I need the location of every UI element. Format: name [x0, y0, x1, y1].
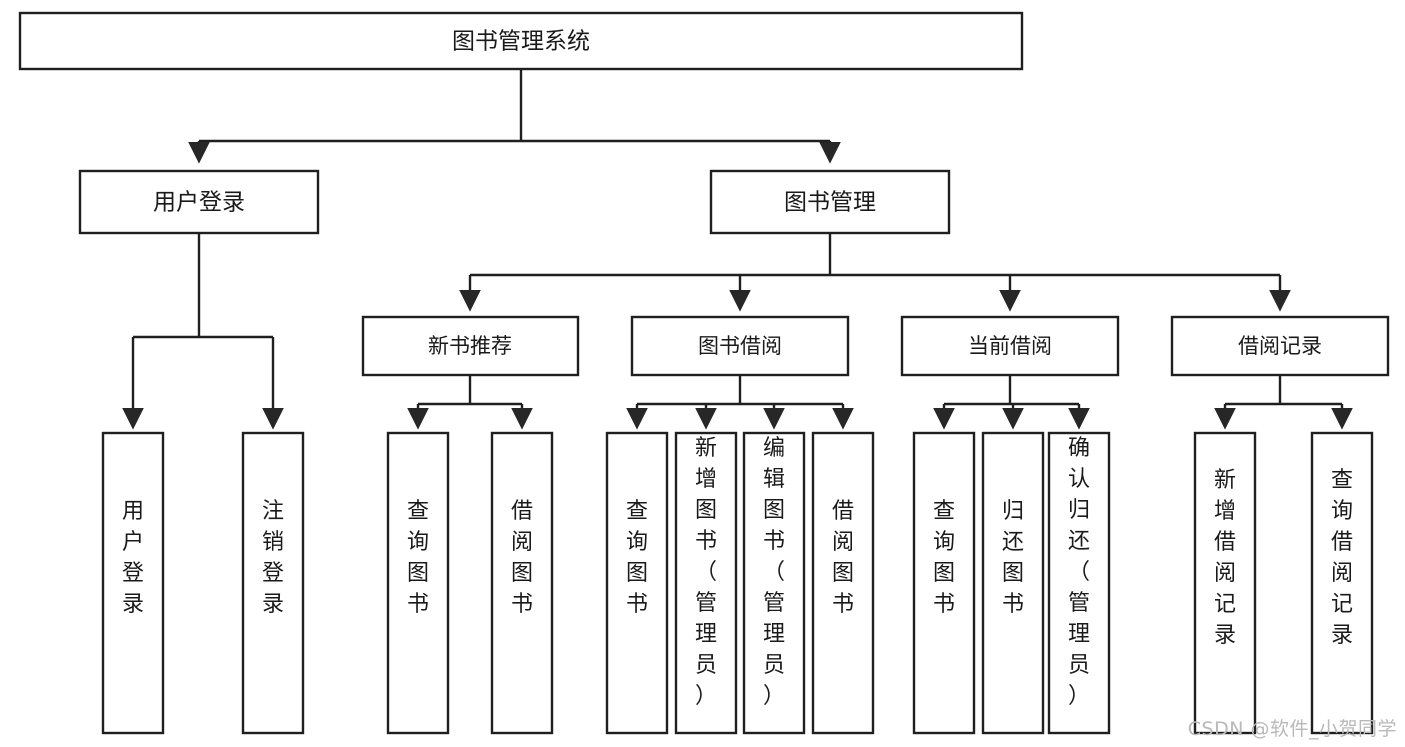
node-new-book-recommend-box[interactable]: [361, 315, 580, 377]
leaf-return-book-box[interactable]: [981, 431, 1045, 735]
leaf-borrow-book-2-box[interactable]: [811, 431, 875, 735]
node-borrow-record[interactable]: 借阅记录: [1170, 315, 1390, 377]
connector-borrow-record-to-leaves: [1214, 375, 1353, 430]
leaf-confirm-return[interactable]: 确认归还（管理员）: [1047, 431, 1111, 735]
leaf-query-book-2-label: 查询图书: [626, 499, 648, 617]
connector-new-book-recommend-to-leaves: [407, 375, 533, 430]
leaf-borrow-book-1-box[interactable]: [490, 431, 554, 735]
leaf-user-login-label: 用户登录: [122, 499, 144, 617]
node-borrow-record-label: 借阅记录: [1238, 334, 1322, 358]
leaf-borrow-book-2[interactable]: 借阅图书: [811, 431, 875, 735]
leaf-query-book-2[interactable]: 查询图书: [605, 431, 669, 735]
leaf-add-book-label: 新增图书（管理员）: [695, 436, 717, 709]
connector-root-to-level2: [188, 69, 841, 164]
connector-user-login-to-leaves: [122, 233, 284, 430]
leaf-logout-login-label: 注销登录: [262, 499, 284, 617]
node-book-manage-box[interactable]: [709, 169, 951, 235]
connector-book-borrow-to-leaves: [626, 375, 854, 430]
leaf-query-book-3-label: 查询图书: [933, 499, 955, 617]
leaf-edit-book-box[interactable]: [742, 431, 806, 735]
connector-current-borrow-to-leaves: [933, 375, 1090, 430]
leaf-add-record[interactable]: 新增借阅记录: [1193, 431, 1257, 735]
node-book-manage-label: 图书管理: [784, 190, 876, 216]
leaf-user-login-box[interactable]: [101, 431, 165, 735]
leaf-add-record-box[interactable]: [1193, 431, 1257, 735]
leaf-return-book[interactable]: 归还图书: [981, 431, 1045, 735]
leaf-borrow-book-1[interactable]: 借阅图书: [490, 431, 554, 735]
node-root-box[interactable]: [18, 11, 1024, 71]
leaf-query-record-box[interactable]: [1310, 431, 1374, 735]
leaf-borrow-book-2-label: 借阅图书: [832, 499, 854, 617]
leaf-borrow-book-1-label: 借阅图书: [511, 499, 533, 617]
leaf-query-book-1-label: 查询图书: [407, 499, 429, 617]
leaf-logout-login-box[interactable]: [241, 431, 305, 735]
node-user-login[interactable]: 用户登录: [78, 169, 320, 235]
csdn-watermark: CSDN @软件_小贺同学: [1187, 718, 1397, 740]
leaf-confirm-return-box[interactable]: [1047, 431, 1111, 735]
node-new-book-recommend-label: 新书推荐: [428, 334, 512, 358]
leaf-add-book[interactable]: 新增图书（管理员）: [674, 431, 738, 735]
node-current-borrow-label: 当前借阅: [968, 334, 1052, 358]
leaf-query-book-3-box[interactable]: [912, 431, 976, 735]
node-book-borrow[interactable]: 图书借阅: [630, 315, 850, 377]
connector-book-manage-to-level3: [459, 233, 1291, 312]
node-book-manage[interactable]: 图书管理: [709, 169, 951, 235]
leaf-confirm-return-label: 确认归还（管理员）: [1068, 436, 1090, 709]
leaf-query-record[interactable]: 查询借阅记录: [1310, 431, 1374, 735]
leaf-query-record-label: 查询借阅记录: [1331, 468, 1353, 648]
leaf-user-login[interactable]: 用户登录: [101, 431, 165, 735]
leaf-add-record-label: 新增借阅记录: [1214, 468, 1236, 648]
node-root[interactable]: 图书管理系统: [18, 11, 1024, 71]
leaf-logout-login[interactable]: 注销登录: [241, 431, 305, 735]
node-book-borrow-box[interactable]: [630, 315, 850, 377]
node-current-borrow-box[interactable]: [900, 315, 1120, 377]
leaf-edit-book-label: 编辑图书（管理员）: [763, 436, 785, 709]
node-root-label: 图书管理系统: [452, 29, 590, 55]
node-user-login-box[interactable]: [78, 169, 320, 235]
leaf-edit-book[interactable]: 编辑图书（管理员）: [742, 431, 806, 735]
leaf-return-book-label: 归还图书: [1002, 499, 1024, 617]
node-new-book-recommend[interactable]: 新书推荐: [361, 315, 580, 377]
node-current-borrow[interactable]: 当前借阅: [900, 315, 1120, 377]
node-borrow-record-box[interactable]: [1170, 315, 1390, 377]
leaf-add-book-box[interactable]: [674, 431, 738, 735]
leaf-query-book-3[interactable]: 查询图书: [912, 431, 976, 735]
leaf-query-book-2-box[interactable]: [605, 431, 669, 735]
leaf-query-book-1[interactable]: 查询图书: [386, 431, 450, 735]
node-book-borrow-label: 图书借阅: [698, 334, 782, 358]
leaf-query-book-1-box[interactable]: [386, 431, 450, 735]
node-user-login-label: 用户登录: [153, 190, 245, 216]
